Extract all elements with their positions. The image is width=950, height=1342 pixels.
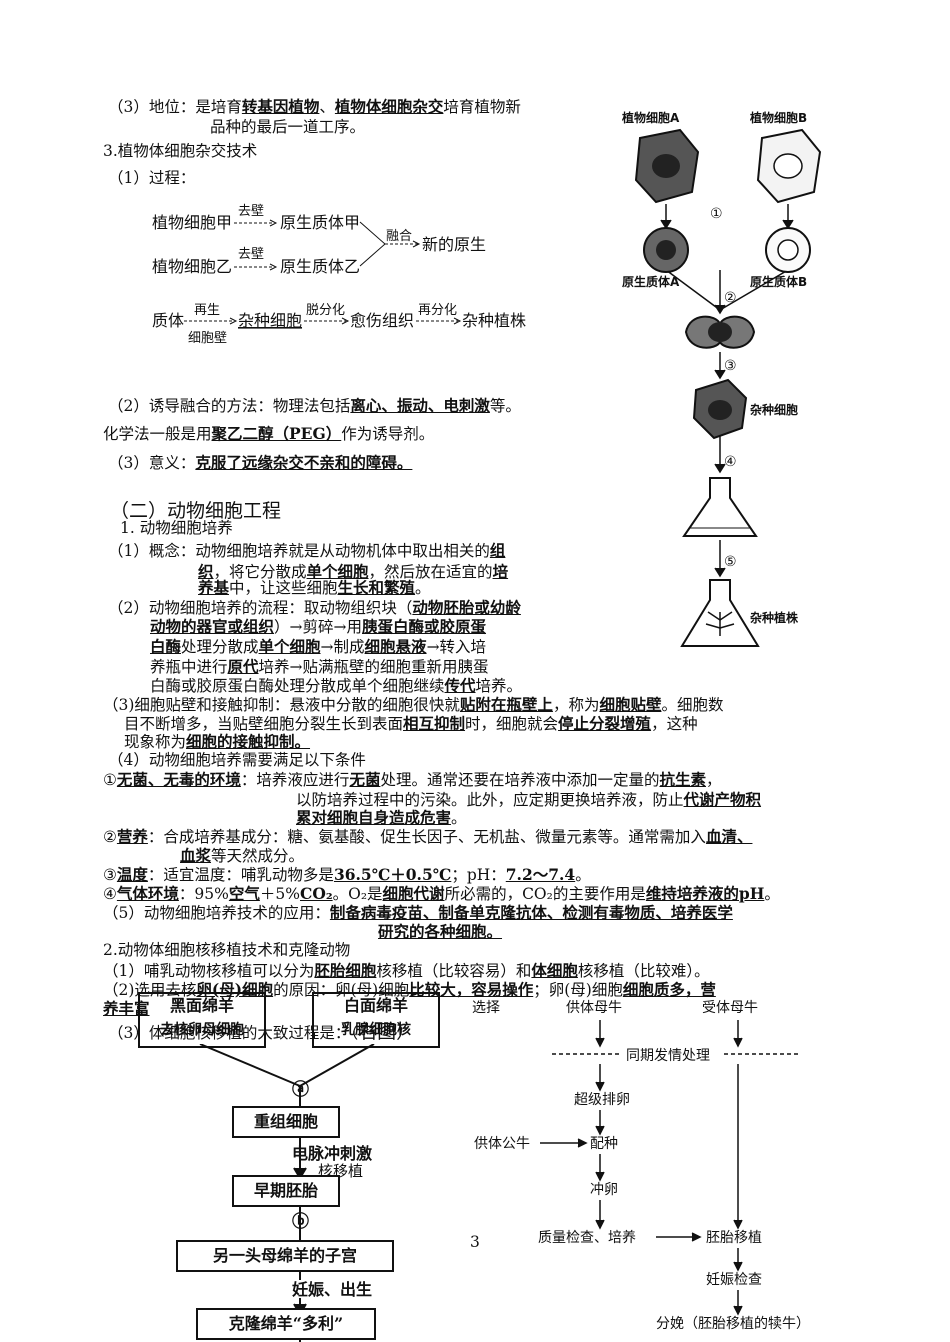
cow-recipient: 受体母牛 [702,1000,758,1016]
cow-donor: 供体母牛 [566,1000,622,1016]
nuclear-transfer-4: （3）体细胞核移植的大致过程是：（右图） [108,1021,416,1043]
procedure-3: 白酶处理分散成单个细胞→制成细胞悬液→转入培 [150,637,487,656]
induce-method: （2）诱导融合的方法：物理法包括离心、振动、电刺激等。 [108,396,521,415]
position-line: （3）地位：是培育转基因植物、植物体细胞杂交培育植物新 [108,97,521,116]
flow-new-proto: 新的原生 [422,235,486,254]
concept-1: （1）概念：动物细胞培养就是从动物机体中取出相关的组 [108,541,506,560]
flow-hybrid-cell: 杂种细胞 [238,311,302,330]
fig-cellA-label: 植物细胞A [621,110,680,125]
position-line-2: 品种的最后一道工序。 [210,118,366,136]
birth-label: 妊娠、出生 [292,1280,373,1299]
env-3: 累对细胞自身造成危害。 [296,808,467,827]
page-number: 3 [470,1233,480,1251]
flow-protoB: 原生质体乙 [280,257,360,276]
cow-mating: 配种 [590,1136,618,1152]
fig-hybrid-cell-label: 杂种细胞 [750,402,798,417]
application-1: （5）动物细胞培养技术的应用：制备病毒疫苗、制备单克隆抗体、检测有毒物质、培养医… [103,903,733,922]
animal-section-title: （二）动物细胞工程 [110,500,282,522]
cow-quality: 质量检查、培养 [538,1230,636,1246]
flask-1-shape [682,477,758,537]
concept-2: 织，将它分散成单个细胞，然后放在适宜的培 [198,562,509,581]
fig-cellB-label: 植物细胞B [749,110,807,125]
fig-step-5: ⑤ [724,554,737,570]
adherence-3: 现象称为细胞的接触抑制。 [124,732,311,751]
cow-bull: 供体公牛 [474,1136,530,1152]
flow-cellA: 植物细胞甲 [152,213,232,232]
flow-proto-cont: 质体 [152,311,184,330]
env-1: ①无菌、无毒的环境：培养液应进行无菌处理。通常还要在培养液中添加一定量的抗生素， [103,770,722,789]
nuclear-transfer-2: （2)选用去核卵(母)细胞的原因：卵(母)细胞比较大，容易操作；卵(母)细胞细胞… [103,980,716,999]
chem-method: 化学法一般是用聚乙二醇（PEG）作为诱导剂。 [103,424,435,443]
section-heading-3: 3.植物体细胞杂交技术 [103,142,258,160]
pulse-label: 电脉冲刺激 [292,1144,373,1163]
cow-sync: 同期发情处理 [626,1048,710,1064]
cow-transfer: 胚胎移植 [706,1230,762,1246]
animal-sub-1: 1. 动物细胞培养 [120,519,233,537]
flow-regen-2: 细胞壁 [188,331,227,346]
cow-pregnancy: 妊娠检查 [706,1272,762,1288]
application-2: 研究的各种细胞。 [378,922,503,941]
embryo-transfer-flow: 选择 供体母牛 受体母牛 同期发情处理 超级排卵 供体公牛 配种 冲卵 质量检查… [472,1000,810,1332]
gas-environment: ④气体环境：95%空气＋5%CO₂。O₂是细胞代谢所必需的，CO₂的主要作用是维… [103,884,780,903]
cow-flush: 冲卵 [590,1182,618,1198]
cow-calving: 分娩（胚胎移植的犊牛） [656,1315,810,1332]
fig-step-1: ① [710,206,723,222]
step-a-label: ⓐ [292,1080,309,1100]
step-b-label: ⓑ [292,1212,309,1232]
flow-cellB: 植物细胞乙 [152,257,232,276]
cow-superov: 超级排卵 [574,1092,630,1108]
flow-remove-wall-2: 去壁 [238,247,264,262]
flow-rediff: 再分化 [418,303,457,318]
concept-3: 养基中，让这些细胞生长和繁殖。 [198,578,431,597]
process-label: （1）过程： [108,169,196,187]
temperature: ③温度：适宜温度：哺乳动物多是36.5℃＋0.5℃；pH：7.2～7.4。 [103,865,591,884]
conditions-heading: （4）动物细胞培养需要满足以下条件 [108,751,366,769]
fig-hybrid-plant-label: 杂种植株 [750,610,799,625]
animal-sub-2: 2.动物体细胞核移植技术和克隆动物 [103,941,351,959]
nuclear-transfer-3: 养丰富 [103,999,150,1018]
black-sheep-box: 黑面绵羊去核卵母细胞 [138,992,266,1048]
nutrition-1: ②营养：合成培养基成分：糖、氨基酸、促生长因子、无机盐、微量元素等。通常需加入血… [103,827,753,846]
procedure-1: （2）动物细胞培养的流程：取动物组织块（动物胚胎或幼龄 [108,598,521,617]
meaning: （3）意义：克服了远缘杂交不亲和的障碍。 [108,453,413,472]
procedure-4: 养瓶中进行原代培养→贴满瓶壁的细胞重新用胰蛋 [150,657,489,676]
flow-hybrid-plant: 杂种植株 [462,311,526,330]
flow-protoA: 原生质体甲 [280,213,360,232]
plant-fusion-figure: 植物细胞A 植物细胞B 原生质体A 原生质体B 杂种细胞 杂种植株 ① ② ③ … [621,110,822,647]
nuclear-transfer-1: （1）哺乳动物核移植可以分为胚胎细胞核移植（比较容易）和体细胞核移植（比较难）。 [103,961,710,980]
early-embryo-box: 早期胚胎 [232,1175,340,1207]
fig-step-3: ③ [724,358,737,374]
flow-regen-1: 再生 [194,303,220,318]
adherence-2: 目不断增多，当贴壁细胞分裂生长到表面相互抑制时，细胞就会停止分裂增殖，这种 [124,714,698,733]
procedure-2: 动物的器官或组织）→剪碎→用胰蛋白酶或胶原蛋 [150,617,487,636]
recombined-cell-box: 重组细胞 [232,1106,340,1138]
cow-select: 选择 [472,1000,500,1016]
adherence-1: （3)细胞贴壁和接触抑制：悬液中分散的细胞很快就贴附在瓶壁上，称为细胞贴壁。细胞… [103,695,724,714]
fig-step-4: ④ [724,454,737,470]
nutrition-2: 血浆等天然成分。 [180,846,305,865]
env-2: 以防培养过程中的污染。此外，应定期更换培养液，防止代谢产物积 [296,790,762,809]
flow-remove-wall-1: 去壁 [238,204,264,219]
dolly-box: 克隆绵羊“多利” [196,1308,376,1340]
fig-protoA-label: 原生质体A [622,274,680,289]
surrogate-uterus-box: 另一头母绵羊的子宫 [176,1240,394,1272]
flow-fuse: 融合 [386,229,412,244]
flow-dediff: 脱分化 [306,303,345,318]
procedure-5: 白酶或胶原蛋白酶处理分散成单个细胞继续传代培养。 [150,676,523,695]
flow-callus: 愈伤组织 [350,311,414,330]
fig-protoB-label: 原生质体B [750,274,807,289]
white-sheep-box: 白面绵羊乳腺细胞核 [312,992,440,1048]
plant-fusion-flow: 植物细胞甲 植物细胞乙 去壁 去壁 原生质体甲 原生质体乙 融合 新的原生 质体… [152,204,526,346]
